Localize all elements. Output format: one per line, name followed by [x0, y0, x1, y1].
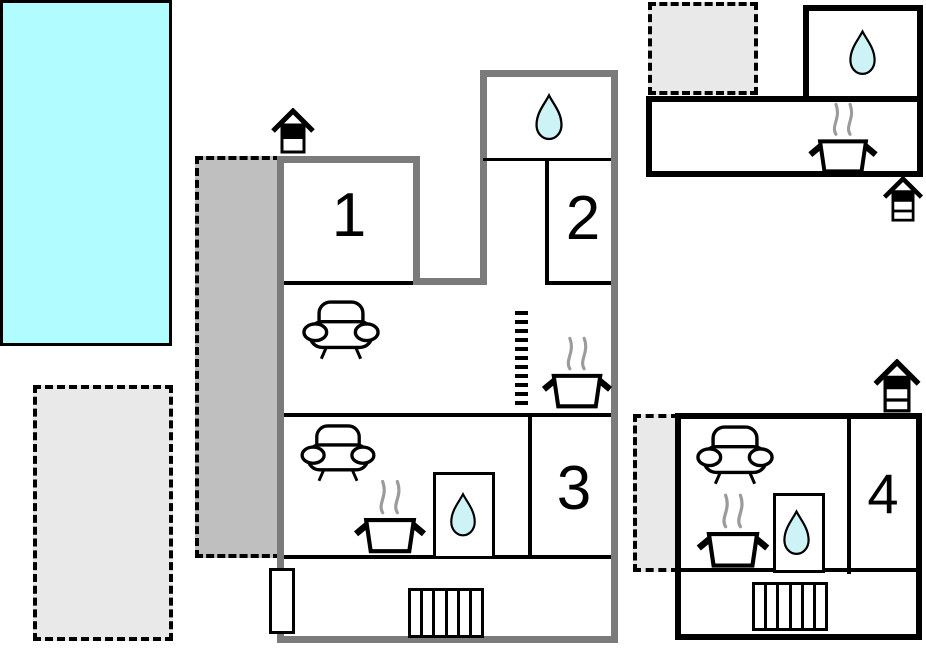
- room-4-label: 4: [867, 462, 899, 525]
- wall-room3-left: [528, 417, 532, 559]
- water-drop-icon-bathroom: [535, 92, 563, 141]
- room-2-label: 2: [565, 184, 601, 253]
- sofa-icon-living: [302, 300, 380, 360]
- water-drop-icon-shower-main: [450, 491, 476, 537]
- wall-room2-bottom: [549, 281, 611, 285]
- terrace-bottom-left: [33, 385, 173, 641]
- radiator-icon-annex: [752, 582, 828, 631]
- wall-room1-top: [277, 156, 420, 163]
- terrace-top-right: [648, 2, 758, 95]
- cooking-pot-icon-annex-top: [808, 102, 878, 174]
- covered-terrace: [195, 156, 281, 558]
- cooking-pot-icon-kitchen: [541, 336, 613, 409]
- swimming-pool: [0, 0, 172, 346]
- sofa-icon-annex: [696, 425, 774, 485]
- entrance-door: [269, 568, 295, 634]
- stairs-icon: [515, 311, 528, 405]
- wall-main-left: [277, 156, 284, 643]
- chimney-house-icon-annex-bottom: [873, 359, 921, 413]
- cooking-pot-icon-annex-bottom: [696, 493, 770, 568]
- annex-top-upper-section: [803, 5, 923, 102]
- water-drop-icon-shower-annex: [783, 509, 810, 556]
- sofa-icon-lower-room: [300, 424, 376, 482]
- chimney-house-icon-main: [271, 108, 315, 154]
- wall-main-right: [611, 70, 618, 643]
- room-3-label: 3: [556, 454, 592, 523]
- room-1-label: 1: [331, 181, 367, 250]
- wall-bath-bottom: [483, 158, 611, 161]
- wall-step: [413, 278, 487, 285]
- wall-room1-right: [413, 156, 420, 285]
- annex-top-lower-section: [646, 96, 923, 177]
- terrace-right: [633, 414, 679, 572]
- wall-room2-left: [545, 161, 549, 285]
- radiator-icon-main: [408, 588, 484, 638]
- wall-lower-rooms-top: [284, 413, 611, 417]
- wall-room1-bottom: [284, 281, 413, 285]
- water-drop-icon-annex-top: [849, 29, 876, 76]
- wall-main-bottom: [277, 636, 618, 643]
- wall-bath-left: [480, 70, 487, 285]
- wall-room4-left: [847, 419, 851, 574]
- cooking-pot-icon-lower-room: [353, 479, 427, 554]
- wall-bath-top: [480, 70, 618, 77]
- chimney-house-icon-annex-top: [882, 176, 924, 222]
